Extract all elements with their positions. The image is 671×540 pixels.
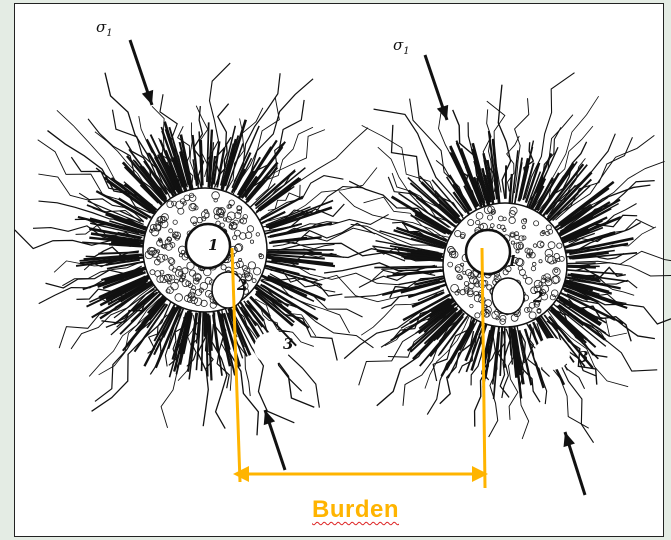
dense-crack bbox=[567, 263, 596, 264]
radial-crack bbox=[234, 73, 280, 182]
dense-crack bbox=[246, 304, 270, 335]
zone-label-2-right: 2 bbox=[532, 288, 543, 306]
stress-label-left: σ1 bbox=[96, 18, 113, 39]
burden-label: Burden bbox=[312, 496, 399, 524]
dense-crack bbox=[268, 252, 303, 253]
zone-label-1-right: 1 bbox=[507, 252, 517, 270]
zone-2-blob bbox=[492, 278, 524, 314]
dense-crack bbox=[202, 312, 204, 371]
zone-label-2-left: 2 bbox=[236, 276, 247, 294]
dense-crack bbox=[98, 252, 138, 253]
zone-label-3-right: 3 bbox=[578, 348, 588, 366]
zone-label-3-left: 3 bbox=[283, 335, 293, 353]
dense-crack bbox=[500, 325, 502, 376]
dense-crack bbox=[382, 281, 440, 295]
radial-crack bbox=[374, 109, 466, 212]
blast-hole bbox=[466, 230, 510, 274]
right-blasthole-fracture-pattern bbox=[303, 55, 671, 495]
zone-label-1-left: 1 bbox=[208, 236, 218, 254]
zone-3-blob bbox=[534, 338, 570, 370]
stress-arrowhead bbox=[564, 432, 575, 447]
stress-label-right: σ1 bbox=[393, 36, 410, 57]
stress-arrowhead bbox=[437, 105, 448, 120]
radial-crack bbox=[38, 174, 140, 222]
radial-crack bbox=[498, 85, 510, 199]
stress-arrowhead bbox=[142, 90, 153, 105]
radial-crack bbox=[514, 98, 528, 193]
left-blasthole-fracture-pattern bbox=[15, 40, 405, 470]
dense-crack bbox=[566, 267, 596, 268]
